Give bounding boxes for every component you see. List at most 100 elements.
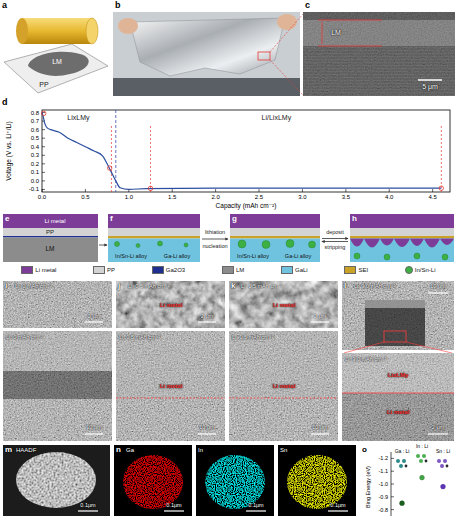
schematic-e	[3, 214, 98, 228]
element-label: Ga	[126, 447, 134, 454]
roll-illustration	[86, 18, 98, 44]
energy-plot	[437, 459, 441, 463]
tick-mark	[42, 172, 45, 173]
marker-line	[111, 126, 112, 192]
scale-label: 0.1μm	[80, 502, 95, 508]
legend-text: Ga2O3	[166, 267, 185, 273]
legend-item: GaLi	[281, 266, 308, 274]
schematic-g	[238, 240, 246, 248]
legend-text: SEI	[358, 267, 368, 273]
layer-label: Li metal	[160, 383, 183, 390]
voltage-curve	[42, 113, 441, 190]
energy-plot	[391, 452, 448, 516]
panel-letter: o	[362, 446, 367, 455]
tick-label: 0.6	[31, 126, 39, 133]
step-label: nucleation	[202, 243, 227, 249]
schematic-f	[108, 214, 228, 262]
voltage-chart	[42, 110, 450, 192]
sem-image	[365, 300, 425, 346]
legend-text: In/Sn-Li	[415, 267, 436, 273]
sem-image	[384, 331, 406, 342]
sem-image	[406, 342, 452, 353]
layer-label: Li metal	[160, 302, 183, 309]
tick-mark	[302, 189, 303, 192]
region-label: Li/LixLMy	[262, 114, 292, 122]
scale-label: 2 μm	[432, 424, 444, 430]
panel-letter: j	[118, 282, 120, 291]
legend-text: PP	[107, 267, 115, 273]
energy-plot	[440, 464, 444, 468]
sem-image	[3, 331, 112, 371]
sem-image	[198, 433, 216, 434]
sem-image	[342, 393, 454, 394]
energy-plot	[391, 471, 394, 472]
layer-label: Li metal	[273, 383, 296, 390]
panel-letter: n	[116, 446, 121, 455]
region-label: LixLMy	[67, 114, 89, 122]
element-map	[123, 455, 183, 509]
tick-mark	[42, 155, 45, 156]
schematic-f	[202, 239, 228, 240]
schematic-h	[350, 214, 454, 262]
tick-label: -0.1	[29, 186, 39, 193]
tick-label: 0.5	[81, 194, 89, 201]
schematic-h	[384, 254, 390, 260]
schematic-h	[354, 253, 360, 259]
sem-image	[311, 433, 329, 434]
capacity-label: Li: 1.5 mAh cm⁻²	[241, 283, 282, 289]
alloy-label: In/Sn-Li alloy	[237, 253, 269, 259]
panel-letter: e	[5, 215, 9, 224]
sem-image	[342, 281, 454, 350]
energy-plot	[402, 459, 406, 463]
sem-cross-section	[418, 79, 442, 81]
element-map	[3, 445, 356, 516]
alloy-label: Ga-Li alloy	[285, 253, 311, 259]
legend-text: GaLi	[295, 267, 308, 273]
sem-image	[428, 433, 448, 434]
stage-marker	[108, 166, 112, 170]
foil-photo	[113, 12, 303, 96]
sem-image	[342, 353, 454, 441]
image-label: HAADF	[16, 447, 36, 454]
tick-label: 0.0	[31, 178, 39, 185]
energy-plot	[391, 509, 394, 510]
pair-label: Ga : Li	[395, 449, 410, 455]
tick-label: 0.4	[31, 143, 39, 150]
tick-label: 1.5	[168, 194, 176, 201]
schematic-f	[115, 242, 120, 247]
foil-photo	[130, 18, 285, 76]
sem-image	[229, 331, 338, 441]
material-label: PP	[39, 81, 48, 89]
schematic-e	[3, 214, 107, 262]
tick-mark	[389, 189, 390, 192]
sem-image	[311, 321, 329, 322]
legend-swatch	[281, 266, 293, 274]
panel-letter: f	[110, 215, 113, 224]
sem-image	[342, 393, 454, 441]
element-label: Sn	[280, 447, 287, 454]
tick-mark	[42, 146, 45, 147]
schematic-g	[322, 238, 348, 239]
schematic-e	[3, 228, 98, 236]
foil-photo	[118, 18, 138, 34]
scale-label: 10 μm	[86, 424, 101, 430]
layer-label: Li metal	[273, 302, 296, 309]
layer-label: PP	[46, 229, 54, 236]
element-map	[328, 510, 348, 511]
foil-photo	[113, 78, 300, 96]
panel-letter: g	[232, 215, 237, 224]
schematic-g	[230, 239, 320, 263]
foil-photo	[270, 60, 303, 95]
element-map	[114, 445, 192, 516]
sem-image	[344, 342, 384, 353]
capacity-label: Li: 1.5 mAh cm⁻²	[232, 334, 273, 340]
tick-mark	[345, 189, 346, 192]
legend-item: LM	[222, 266, 244, 274]
sem-cross-section	[303, 12, 455, 96]
schematic-g	[230, 236, 320, 239]
energy-plot	[419, 459, 423, 463]
tick-label: 0.8	[31, 109, 39, 116]
tick-mark	[42, 163, 45, 164]
foil-photo	[258, 52, 270, 60]
energy-plot	[391, 458, 394, 459]
